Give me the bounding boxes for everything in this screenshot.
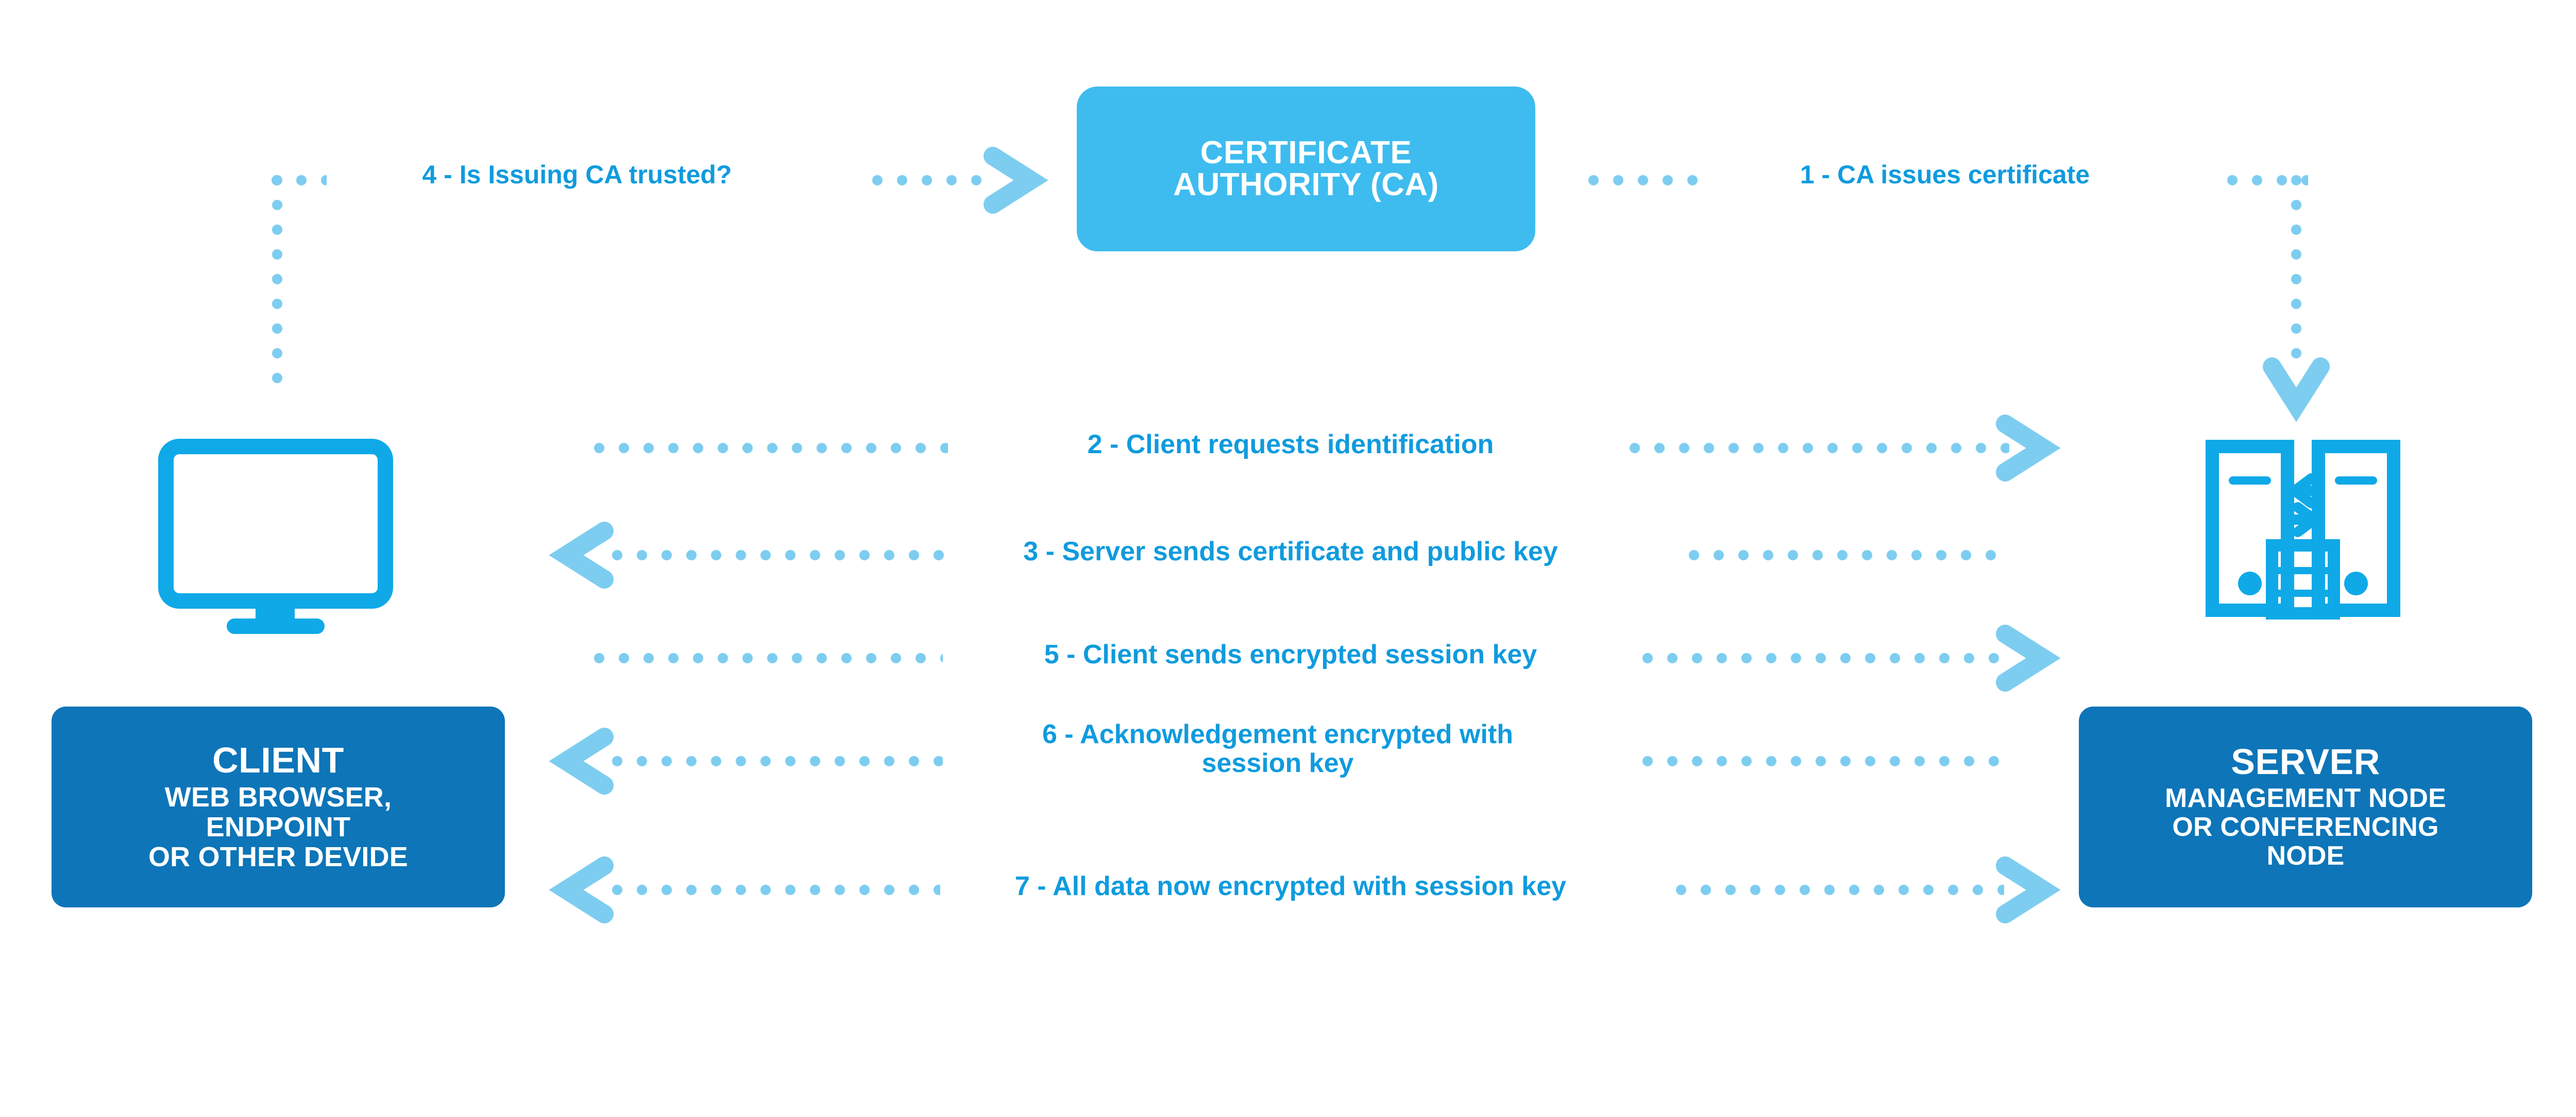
step-6-label: 6 - Acknowledgement encrypted with sessi… [1042, 719, 1513, 779]
step-3-line-right [1687, 548, 2007, 562]
step-2-line-right [1628, 441, 2009, 455]
step-1-arrowhead-down-icon [2263, 355, 2330, 422]
step-7-line-right [1674, 883, 2004, 897]
step-5-label: 5 - Client sends encrypted session key [1044, 640, 1537, 669]
server-towers-icon [2190, 435, 2432, 646]
server-node[interactable]: SERVER MANAGEMENT NODE OR CONFERENCING N… [2079, 707, 2532, 907]
step-1-line-left [1587, 174, 1708, 187]
step-1-line-vertical [2290, 174, 2303, 369]
step-6-line-left [611, 754, 943, 768]
client-node[interactable]: CLIENT WEB BROWSER, ENDPOINT OR OTHER DE… [52, 707, 505, 907]
client-subtitle: WEB BROWSER, ENDPOINT OR OTHER DEVIDE [148, 781, 409, 873]
step-4-line-right [871, 174, 992, 187]
step-2-label: 2 - Client requests identification [1087, 429, 1494, 459]
ca-title: CERTIFICATE AUTHORITY (CA) [1173, 135, 1439, 202]
step-5-line-right [1641, 651, 2009, 665]
step-6-line-right [1641, 754, 2009, 768]
step-5-line-left [592, 651, 943, 665]
step-7-arrowhead-left-icon [549, 856, 616, 923]
step-3-label: 3 - Server sends certificate and public … [1023, 537, 1558, 566]
step-7-label: 7 - All data now encrypted with session … [1014, 871, 1567, 901]
step-5-arrowhead-right-icon [1994, 625, 2061, 692]
client-title: CLIENT [212, 740, 344, 780]
desktop-monitor-icon [155, 435, 397, 646]
step-7-arrowhead-right-icon [1994, 856, 2061, 923]
step-3-arrowhead-left-icon [549, 522, 616, 589]
step-3-line-left [611, 548, 948, 562]
step-4-label: 4 - Is Issuing CA trusted? [422, 160, 732, 189]
step-2-line-left [592, 441, 948, 455]
step-7-line-left [611, 883, 940, 897]
server-subtitle: MANAGEMENT NODE OR CONFERENCING NODE [2164, 783, 2447, 871]
step-6-arrowhead-left-icon [549, 728, 616, 795]
step-4-arrowhead-right-icon [981, 147, 1048, 214]
step-1-label: 1 - CA issues certificate [1800, 160, 2090, 189]
step-4-line-vertical [270, 174, 284, 390]
server-title: SERVER [2231, 741, 2380, 782]
step-2-arrowhead-right-icon [1994, 415, 2061, 482]
certificate-authority-node[interactable]: CERTIFICATE AUTHORITY (CA) [1077, 87, 1535, 251]
